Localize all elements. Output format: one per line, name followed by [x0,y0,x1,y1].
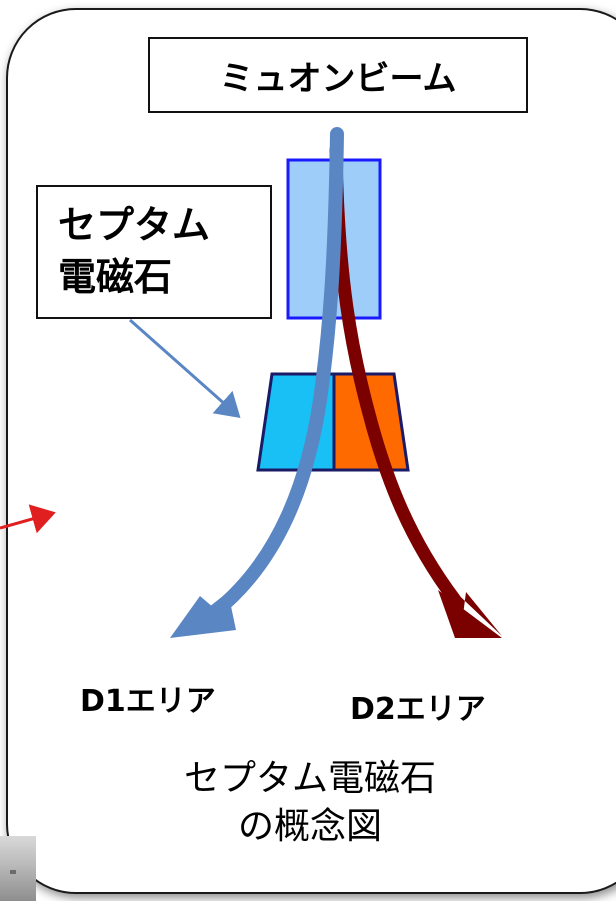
side-red-arrow [0,504,56,534]
muon-beam-label: ミュオンビーム [148,37,528,113]
d2-area-label: D2エリア [350,692,486,727]
caption-line1: セプタム電磁石 [183,758,436,799]
beam-arrowhead-d1-fill [170,596,228,638]
beam-arrowhead-d2-fill [438,590,502,638]
septum-label-line2: 電磁石 [58,255,173,299]
background-photo-fragment [0,836,36,901]
diagram-caption: セプタム電磁石 の概念図 [130,755,490,851]
septum-pointer-arrow [129,318,241,418]
muon-beam-label-text: ミュオンビーム [219,58,457,99]
photo-detail [10,870,16,874]
caption-line2: の概念図 [237,806,382,847]
d1-area-label: D1エリア [80,684,216,719]
septum-label-line1: セプタム [58,203,211,247]
septum-magnet-label: セプタム 電磁石 [36,185,272,319]
beam-path-d1 [208,127,344,619]
beam-path-d2 [329,143,462,607]
